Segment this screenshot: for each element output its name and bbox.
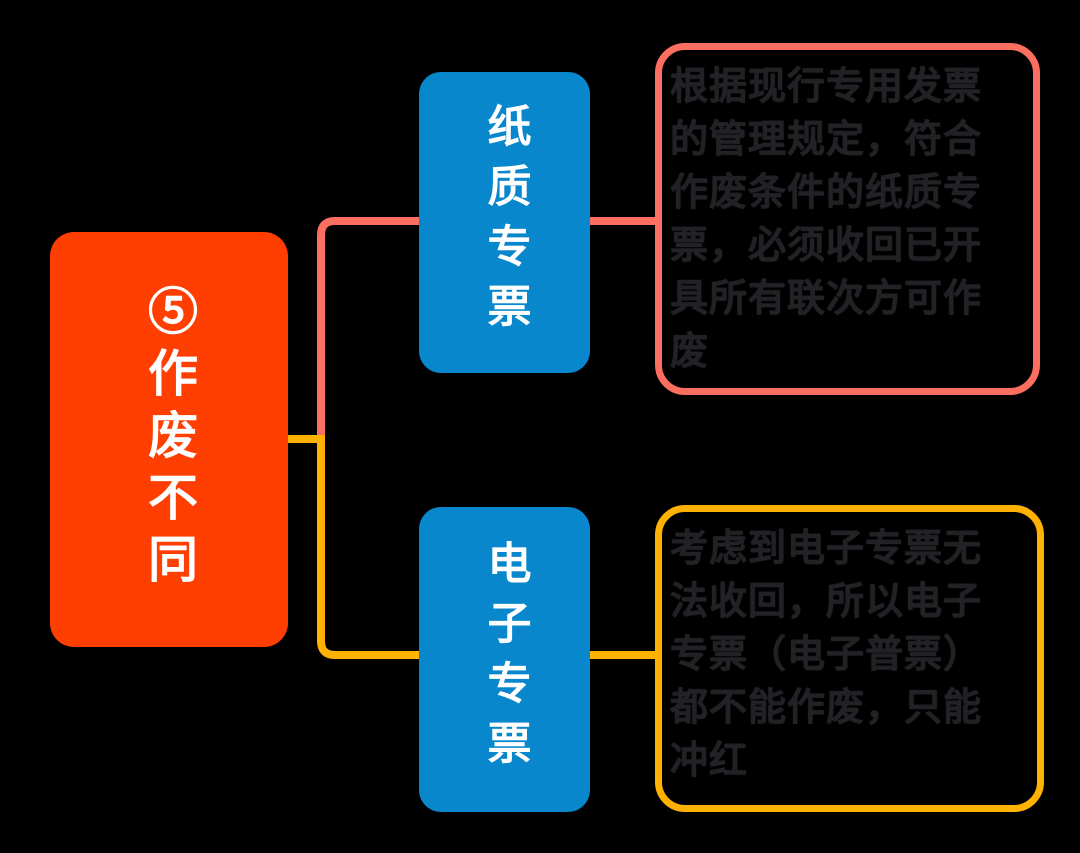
note-paper-box: 根据现行专用发票 的管理规定，符合 作废条件的纸质专 票，必须收回已开 具所有联…: [655, 43, 1040, 395]
connector-electronic-branch: [288, 435, 419, 659]
note-paper-text: 根据现行专用发票 的管理规定，符合 作废条件的纸质专 票，必须收回已开 具所有联…: [670, 66, 983, 373]
root-topic-label: ⑤作废不同: [141, 284, 197, 595]
branch-electronic-box: 电子专票: [419, 507, 590, 812]
connector-paper-branch: [317, 217, 419, 443]
branch-paper-label: 纸质专票: [480, 102, 530, 343]
branch-electronic-label: 电子专票: [480, 539, 530, 780]
root-topic-box: ⑤作废不同: [50, 232, 288, 647]
branch-paper-box: 纸质专票: [419, 72, 590, 373]
note-electronic-text: 考虑到电子专票无 法收回，所以电子 专票（电子普票） 都不能作废，只能 冲红: [670, 528, 983, 782]
note-electronic-box: 考虑到电子专票无 法收回，所以电子 专票（电子普票） 都不能作废，只能 冲红: [655, 505, 1044, 812]
